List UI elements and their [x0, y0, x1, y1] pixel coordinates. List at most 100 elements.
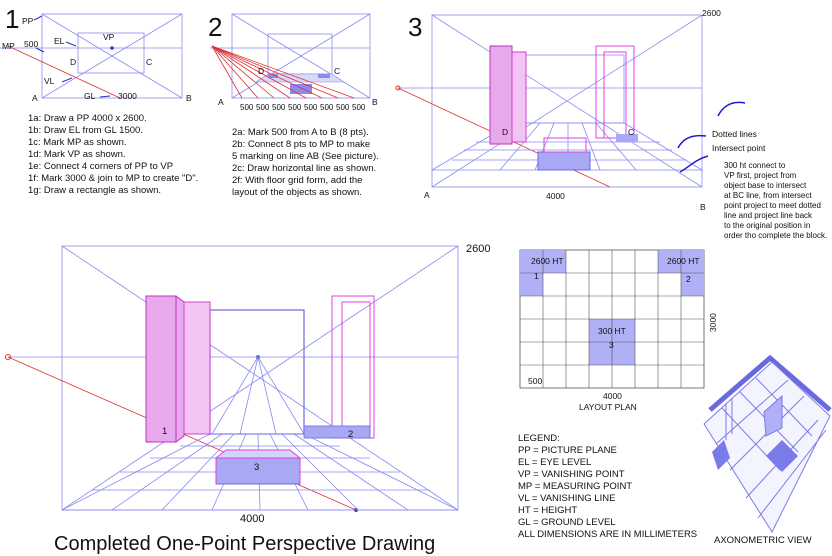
- label-vl: VL: [44, 76, 55, 86]
- label-3000: 3000: [118, 91, 137, 101]
- arrow-icon: [61, 77, 73, 83]
- plan-cell-2-number: 2: [686, 274, 691, 284]
- legend-item: PP = PICTURE PLANE: [518, 445, 617, 456]
- label-b: B: [186, 93, 192, 103]
- axo-block-3: [766, 440, 798, 472]
- note-line: order tho complete the block.: [724, 231, 827, 240]
- annotation-intersect-point: Intersect point: [712, 143, 766, 153]
- panel-2-label-b: B: [372, 97, 378, 107]
- legend-item: VL = VANISHING LINE: [518, 493, 615, 504]
- label-el: EL: [54, 36, 65, 46]
- arrow-icon: [679, 155, 709, 173]
- panel-3-label-c: C: [628, 127, 634, 137]
- main-floor-grid: [61, 433, 459, 511]
- panel-3-label-a: A: [424, 190, 430, 200]
- panel-2-tick: 500: [336, 103, 350, 112]
- panel-3-label-d: D: [502, 127, 508, 137]
- panel-3-width: 4000: [546, 191, 565, 201]
- step-1d: 1d: Mark VP as shown.: [28, 149, 126, 160]
- note-line: point project to meet dotted: [724, 201, 821, 210]
- panel-1: 1 PP MP 500 EL VP D C VL GL 3000 A B 1a:…: [0, 4, 198, 196]
- label-vp: VP: [103, 32, 115, 42]
- arrow-icon: [65, 41, 77, 47]
- main-block-3-label: 3: [254, 462, 259, 473]
- plan-dim-3000: 3000: [708, 313, 718, 332]
- arrow-icon: [35, 47, 45, 53]
- panel-2-tick: 500: [256, 103, 270, 112]
- plan-caption: LAYOUT PLAN: [579, 402, 637, 412]
- plan-dim-4000: 4000: [603, 391, 622, 401]
- note-line: VP first, project from: [724, 171, 797, 180]
- vanishing-point-dot: [110, 46, 114, 50]
- step-2b: 2b: Connect 8 pts to MP to make: [232, 139, 370, 150]
- plan-cell-size: 500: [528, 376, 542, 386]
- main-block-1: [145, 295, 177, 443]
- panel-2-picture-plane: [231, 13, 371, 99]
- panel-2-tick: 500: [352, 103, 366, 112]
- legend-heading: LEGEND:: [518, 433, 560, 444]
- picture-plane: [41, 13, 183, 99]
- step-2c: 2c: Draw horizontal line as shown.: [232, 163, 376, 174]
- panel-3-block-1: [489, 45, 513, 145]
- main-block-1-label: 1: [162, 426, 167, 437]
- annotation-dotted-lines: Dotted lines: [712, 129, 757, 139]
- step-1f: 1f: Mark 3000 & join to MP to create "D"…: [28, 173, 198, 184]
- back-rectangle: [77, 32, 145, 74]
- label-mp-dist: 500: [24, 39, 38, 49]
- label-a: A: [32, 93, 38, 103]
- panel-2-tick: 500: [304, 103, 318, 112]
- step-1g: 1g: Draw a rectangle as shown.: [28, 185, 161, 196]
- panel-3-height: 2600: [702, 8, 721, 18]
- panel-2-tick: 500: [272, 103, 286, 112]
- arrow-icon: [99, 95, 111, 98]
- legend-item: VP = VANISHING POINT: [518, 469, 625, 480]
- main-block-2-label: 2: [348, 429, 353, 440]
- layout-plan: 2600 HT 1 2600 HT 2 300 HT 3 500 4000 LA…: [519, 249, 718, 412]
- legend: LEGEND: PP = PICTURE PLANE EL = EYE LEVE…: [518, 433, 697, 540]
- panel-3-number: 3: [408, 12, 422, 42]
- note-line: line and project line back: [724, 211, 813, 220]
- panel-3-label-b: B: [700, 202, 706, 212]
- step-2b-cont: 5 marking on line AB (See picture).: [232, 151, 379, 162]
- axo-block-1: [712, 440, 730, 470]
- panel-2: 2 D C A B 500 500 500 500 500 500 500 50…: [208, 12, 379, 198]
- legend-item: GL = GROUND LEVEL: [518, 517, 616, 528]
- note-line: object base to intersect: [724, 181, 807, 190]
- step-2a: 2a: Mark 500 from A to B (8 pts).: [232, 127, 369, 138]
- measuring-line: [7, 45, 121, 99]
- main-back-wall: [209, 309, 305, 435]
- legend-item: ALL DIMENSIONS ARE IN MILLIMETERS: [518, 529, 697, 540]
- legend-item: HT = HEIGHT: [518, 505, 577, 516]
- panel-2-tick: 500: [288, 103, 302, 112]
- legend-item: EL = EYE LEVEL: [518, 457, 591, 468]
- arrow-icon: [677, 134, 707, 149]
- step-1c: 1c: Mark MP as shown.: [28, 137, 127, 148]
- main-width-label: 4000: [240, 513, 264, 525]
- step-2f: 2f: With floor grid form, add the: [232, 175, 362, 186]
- note-line: 300 ht connect to: [724, 161, 786, 170]
- label-d: D: [70, 57, 76, 67]
- label-pp: PP: [22, 16, 34, 26]
- plan-cell-3-number: 3: [609, 340, 614, 350]
- label-mp: MP: [2, 41, 15, 51]
- axonometric-caption: AXONOMETRIC VIEW: [714, 535, 812, 546]
- page-title: Completed One-Point Perspective Drawing: [54, 533, 435, 555]
- axonometric-view: AXONOMETRIC VIEW: [703, 354, 832, 546]
- label-c: C: [146, 57, 152, 67]
- step-2f-cont: layout of the objects as shown.: [232, 187, 362, 198]
- main-height-label: 2600: [466, 243, 490, 255]
- main-perspective-drawing: 1 2 3 2600 4000 Completed One-Point Pers…: [5, 243, 490, 555]
- panel-2-label-d: D: [258, 66, 264, 76]
- step-1e: 1e: Connect 4 corners of PP to VP: [28, 161, 173, 172]
- panel-3-block-3: [537, 151, 591, 171]
- step-1a: 1a: Draw a PP 4000 x 2600.: [28, 113, 147, 124]
- arrow-icon: [33, 15, 43, 21]
- panel-2-label-a: A: [218, 97, 224, 107]
- label-gl: GL: [84, 91, 96, 101]
- main-block-2: [331, 295, 375, 439]
- plan-cell-2-height: 2600 HT: [667, 256, 700, 266]
- legend-item: MP = MEASURING POINT: [518, 481, 632, 492]
- panel-3-block-2: [595, 45, 635, 139]
- panel-3: 3 2600 D C A B 4000 Dotted lines Interse…: [395, 8, 827, 240]
